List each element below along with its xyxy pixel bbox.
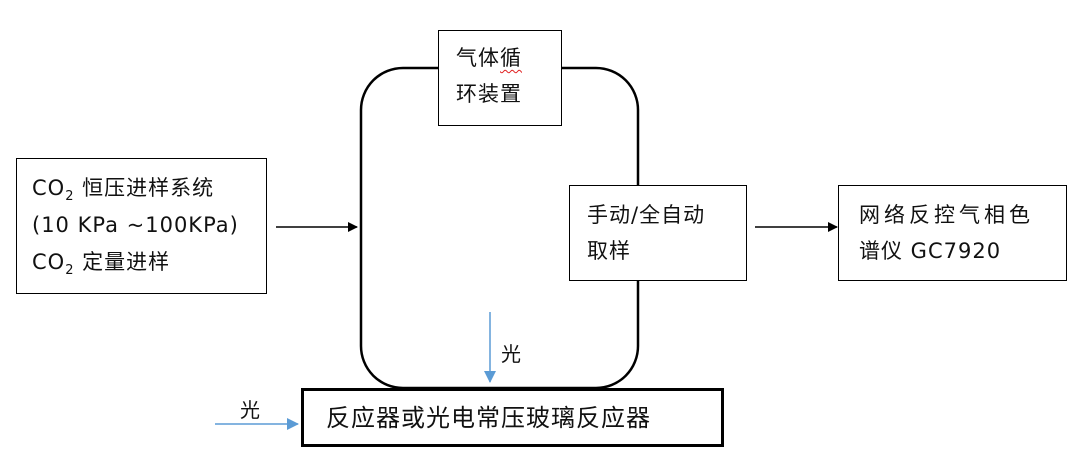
- circulation-line2: 环装置: [456, 82, 522, 106]
- co2-label: CO: [32, 250, 66, 274]
- circulation-text-a: 气体: [456, 46, 500, 70]
- co2-subscript: 2: [65, 263, 75, 279]
- reactor-label: 反应器或光电常压玻璃反应器: [326, 404, 651, 432]
- light-label-top: 光: [501, 342, 521, 366]
- co2-injection-box: CO2 恒压进样系统 (10 KPa ~100KPa) CO2 定量进样: [16, 158, 267, 294]
- co2-box-line1: CO2 恒压进样系统: [32, 169, 214, 216]
- pressure-range: (10 KPa ~100KPa): [32, 213, 239, 237]
- circulation-text-b: 循: [500, 46, 522, 70]
- sampling-line2: 取样: [587, 239, 631, 263]
- co2-label: CO: [32, 176, 66, 200]
- constant-pressure-label: 恒压进样系统: [74, 176, 215, 200]
- gc-instrument-box: 网络反控气相色 谱仪 GC7920: [838, 185, 1067, 281]
- sampling-box: 手动/全自动 取样: [569, 185, 747, 281]
- circulation-line1: 气体循: [456, 39, 522, 77]
- gc-line2: 谱仪 GC7920: [859, 239, 1002, 263]
- co2-subscript: 2: [65, 189, 75, 205]
- reactor-box: 反应器或光电常压玻璃反应器: [301, 388, 724, 447]
- gc-line1: 网络反控气相色: [859, 203, 1034, 227]
- co2-box-line3: CO2 定量进样: [32, 243, 170, 290]
- gas-circulation-box: 气体循 环装置: [438, 30, 562, 126]
- sampling-line1: 手动/全自动: [587, 203, 706, 227]
- light-label-left: 光: [240, 398, 260, 422]
- quantitative-injection-label: 定量进样: [74, 250, 171, 274]
